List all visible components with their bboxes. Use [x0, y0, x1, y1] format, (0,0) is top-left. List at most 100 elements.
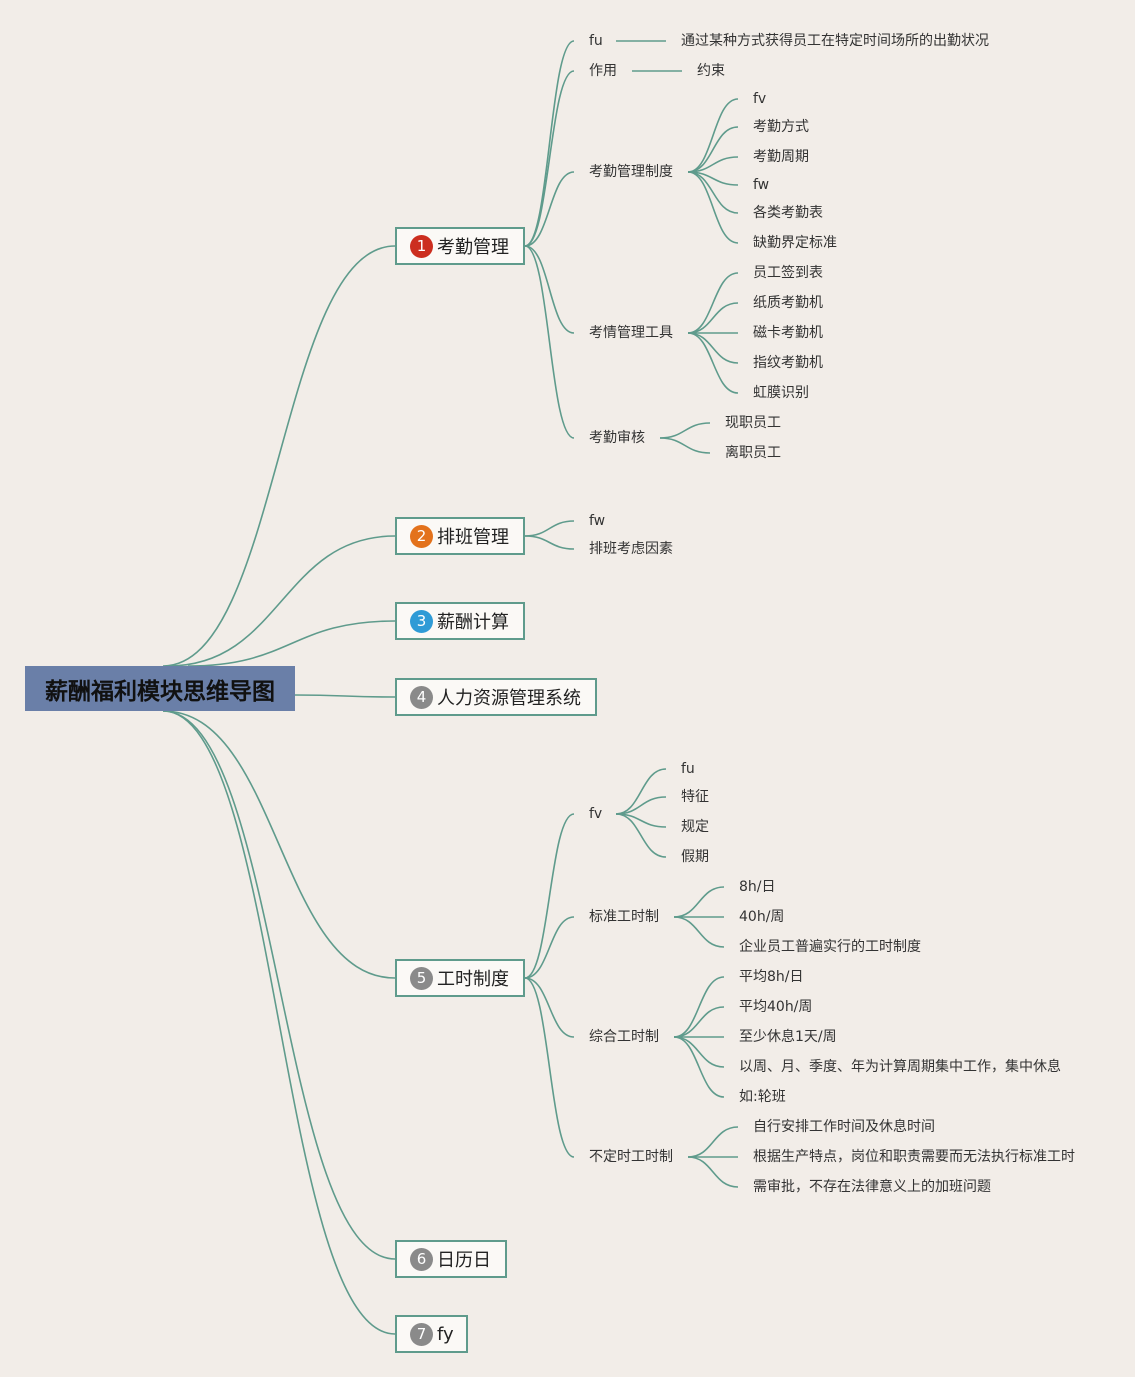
attendance-link: [524, 245, 575, 439]
attendance-purpose[interactable]: 作用: [589, 63, 617, 79]
hours-flexible[interactable]: 不定时工时制: [589, 1149, 673, 1165]
attendance-tools-link: [687, 272, 739, 334]
attendance-fu[interactable]: fu: [589, 33, 603, 49]
branch-payroll-label: 薪酬计算: [437, 612, 509, 633]
hours-comprehensive-link: [673, 1036, 725, 1098]
branch-scheduling-label: 排班管理: [437, 527, 509, 548]
hours-flexible-item[interactable]: 根据生产特点，岗位和职责需要而无法执行标准工时: [753, 1149, 1075, 1165]
root-link: [162, 245, 396, 667]
hours-standard[interactable]: 标准工时制: [589, 909, 659, 925]
number-badge-7: 7: [410, 1322, 433, 1346]
hours-standard-item[interactable]: 企业员工普遍实行的工时制度: [739, 939, 921, 955]
branch-hrms-label: 人力资源管理系统: [437, 688, 581, 709]
branch-hrms[interactable]: 4 人力资源管理系统: [395, 678, 597, 716]
attendance-tools-item[interactable]: 员工签到表: [753, 265, 823, 281]
attendance-audit-link: [659, 437, 711, 454]
hours-flexible-link: [687, 1126, 739, 1158]
attendance-audit-item[interactable]: 离职员工: [725, 445, 781, 461]
number-badge-3: 3: [410, 609, 433, 633]
attendance-audit[interactable]: 考勤审核: [589, 430, 645, 446]
hours-flexible-link: [687, 1156, 739, 1188]
attendance-link: [524, 40, 575, 247]
attendance-system-item[interactable]: 各类考勤表: [753, 205, 823, 221]
attendance-tools-item[interactable]: 指纹考勤机: [753, 355, 823, 371]
root-link: [162, 710, 396, 1260]
branch-hours[interactable]: 5 工时制度: [395, 959, 525, 997]
attendance-audit-link: [659, 422, 711, 439]
hours-standard-item[interactable]: 40h/周: [739, 909, 785, 925]
attendance-purpose-constraint[interactable]: 约束: [697, 63, 725, 79]
attendance-system-link: [687, 126, 739, 173]
root-link: [162, 710, 396, 979]
attendance-system-link: [687, 171, 739, 244]
root-label: 薪酬福利模块思维导图: [45, 678, 275, 705]
attendance-tools-link: [687, 302, 739, 334]
number-badge-4: 4: [410, 685, 433, 709]
attendance-system[interactable]: 考勤管理制度: [589, 164, 673, 180]
number-badge-1: 1: [410, 234, 433, 258]
attendance-system-item[interactable]: 缺勤界定标准: [753, 235, 837, 251]
number-badge-5: 5: [410, 966, 433, 990]
hours-fv-link: [615, 813, 667, 858]
hours-comprehensive-item[interactable]: 如:轮班: [739, 1089, 786, 1105]
hours-comprehensive-link: [673, 1036, 725, 1068]
branch-scheduling[interactable]: 2 排班管理: [395, 517, 525, 555]
attendance-tools-item[interactable]: 虹膜识别: [753, 385, 809, 401]
hours-link: [524, 977, 575, 1158]
branch-fy[interactable]: 7 fy: [395, 1315, 468, 1353]
attendance-link: [524, 171, 575, 247]
hours-standard-item[interactable]: 8h/日: [739, 879, 776, 895]
branch-attendance[interactable]: 1 考勤管理: [395, 227, 525, 265]
hours-link: [524, 916, 575, 979]
scheduling-item[interactable]: 排班考虑因素: [589, 541, 673, 557]
attendance-link: [524, 70, 575, 247]
attendance-tools-item[interactable]: 磁卡考勤机: [753, 325, 823, 341]
hours-link: [524, 813, 575, 979]
hours-comprehensive-item[interactable]: 平均40h/周: [739, 999, 813, 1015]
scheduling-link: [524, 520, 575, 537]
attendance-system-item[interactable]: 考勤周期: [753, 149, 809, 165]
hours-comprehensive-item[interactable]: 至少休息1天/周: [739, 1029, 837, 1045]
scheduling-link: [524, 535, 575, 550]
scheduling-item[interactable]: fw: [589, 513, 606, 529]
attendance-link: [524, 245, 575, 334]
hours-fv[interactable]: fv: [589, 806, 603, 822]
attendance-system-item[interactable]: fv: [753, 91, 767, 107]
hours-link: [524, 977, 575, 1038]
attendance-system-item[interactable]: 考勤方式: [753, 119, 809, 135]
hours-fv-item[interactable]: 特征: [681, 789, 709, 805]
hours-standard-link: [673, 916, 725, 948]
hours-comprehensive[interactable]: 综合工时制: [589, 1029, 659, 1045]
hours-comprehensive-item[interactable]: 平均8h/日: [739, 969, 804, 985]
attendance-definition[interactable]: 通过某种方式获得员工在特定时间场所的出勤状况: [681, 33, 989, 49]
root-link: [294, 694, 396, 698]
branch-calendar-label: 日历日: [437, 1250, 491, 1271]
hours-fv-item[interactable]: fu: [681, 761, 695, 777]
hours-fv-link: [615, 768, 667, 815]
attendance-tools-link: [687, 332, 739, 364]
branch-payroll[interactable]: 3 薪酬计算: [395, 602, 525, 640]
hours-fv-item[interactable]: 假期: [681, 849, 709, 865]
branch-attendance-label: 考勤管理: [437, 237, 509, 258]
branch-fy-label: fy: [437, 1323, 454, 1345]
hours-fv-item[interactable]: 规定: [681, 819, 709, 835]
branch-calendar[interactable]: 6 日历日: [395, 1240, 507, 1278]
branch-hours-label: 工时制度: [437, 969, 509, 990]
hours-flexible-item[interactable]: 需审批，不存在法律意义上的加班问题: [753, 1179, 991, 1195]
root-link: [162, 710, 396, 1335]
root-node[interactable]: 薪酬福利模块思维导图: [25, 666, 295, 711]
hours-comprehensive-link: [673, 976, 725, 1038]
attendance-tools[interactable]: 考情管理工具: [589, 325, 673, 341]
hours-flexible-item[interactable]: 自行安排工作时间及休息时间: [753, 1119, 935, 1135]
attendance-tools-link: [687, 332, 739, 394]
number-badge-2: 2: [410, 524, 433, 548]
hours-standard-link: [673, 886, 725, 918]
root-link: [187, 620, 396, 667]
attendance-system-item[interactable]: fw: [753, 177, 770, 193]
attendance-audit-item[interactable]: 现职员工: [725, 415, 781, 431]
number-badge-6: 6: [410, 1247, 433, 1271]
attendance-tools-item[interactable]: 纸质考勤机: [753, 295, 823, 311]
hours-fv-link: [615, 796, 667, 815]
hours-comprehensive-item[interactable]: 以周、月、季度、年为计算周期集中工作，集中休息: [739, 1059, 1061, 1075]
